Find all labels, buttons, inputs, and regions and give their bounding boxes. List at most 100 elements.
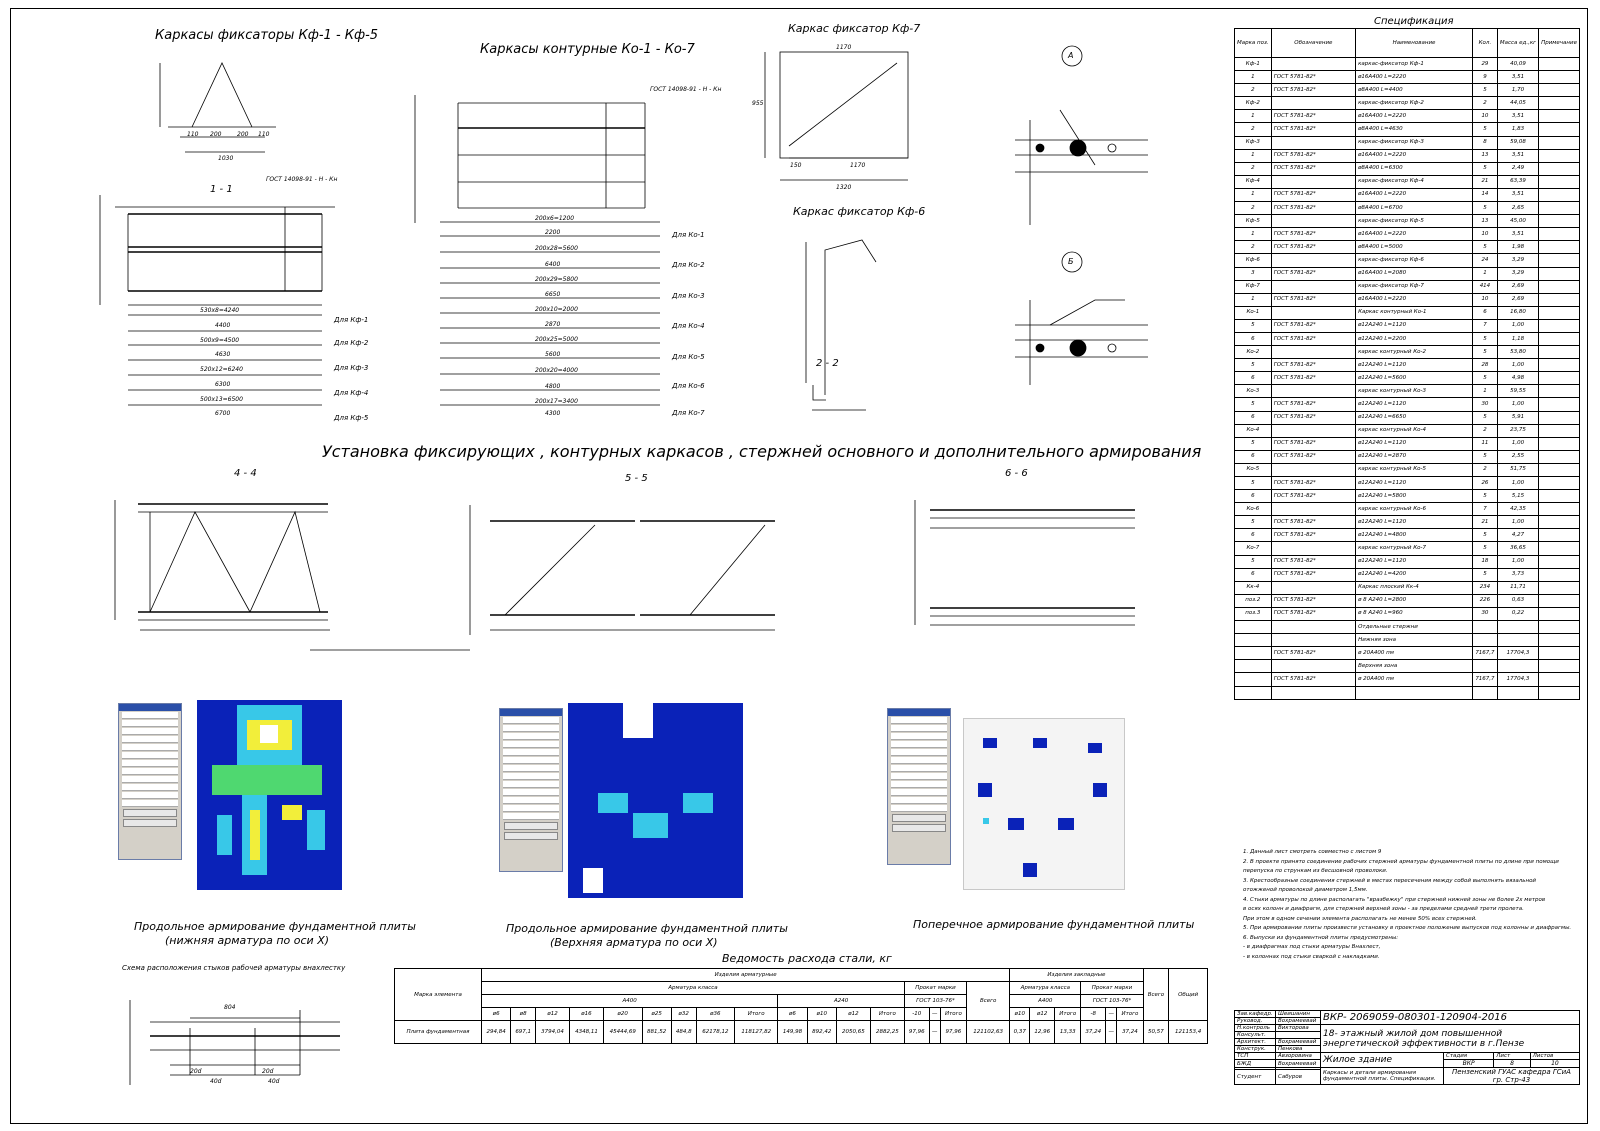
spec-cell: 5 xyxy=(1234,397,1272,412)
spec-cell: 1,98 xyxy=(1496,240,1540,255)
spec-cell: 5,91 xyxy=(1496,410,1540,425)
steel-cell: 892,42 xyxy=(806,1020,837,1044)
spec-cell: ø8А400 L=4630 xyxy=(1355,122,1474,137)
spec-cell: ø12А240 L=1120 xyxy=(1355,554,1474,569)
spec-cell: 2 xyxy=(1234,240,1272,255)
spec-cell: каркас-фиксатор Кф-4 xyxy=(1355,174,1474,189)
spec-cell: 7 xyxy=(1472,502,1498,517)
spec-cell xyxy=(1270,659,1357,674)
spec-cell: 5 xyxy=(1472,489,1498,504)
steel-cell: 4348,11 xyxy=(569,1020,604,1044)
spec-cell: ГОСТ 5781-82* xyxy=(1270,148,1357,163)
spec-cell: 1 xyxy=(1472,384,1498,399)
spec-cell: ГОСТ 5781-82* xyxy=(1270,593,1357,608)
kf7-dim: 955 xyxy=(752,100,764,107)
steel-cell: 3794,04 xyxy=(535,1020,570,1044)
spec-cell xyxy=(1234,620,1272,635)
spec-cell xyxy=(1496,685,1540,700)
steel-col: ø36 xyxy=(695,1007,736,1021)
spec-cell: 2,55 xyxy=(1496,449,1540,464)
tb-role: БЖД xyxy=(1234,1059,1276,1068)
tb-role: Студент xyxy=(1234,1069,1276,1085)
spec-cell: 1,00 xyxy=(1496,554,1540,569)
spec-cell: 5 xyxy=(1472,345,1498,360)
spec-cell xyxy=(1496,633,1540,648)
spec-cell: 2,69 xyxy=(1496,292,1540,307)
ko-dim: 6400 xyxy=(545,261,561,268)
spec-cell xyxy=(1270,620,1357,635)
spec-cell: 30 xyxy=(1472,397,1498,412)
legend-window[interactable] xyxy=(118,703,182,860)
note-line: отожженой проволокой диаметром 1,5мм. xyxy=(1243,887,1368,893)
spec-cell: ГОСТ 5781-82* xyxy=(1270,201,1357,216)
tb-person: Вохрамеевай xyxy=(1275,1059,1321,1068)
spec-cell xyxy=(1538,279,1580,294)
spec-cell: 1,18 xyxy=(1496,331,1540,347)
tb-person: Сабуров xyxy=(1275,1069,1321,1085)
ko-label: Для Ко-2 xyxy=(672,261,705,269)
tb-stage: ВКР xyxy=(1442,1059,1495,1068)
legend-window[interactable] xyxy=(499,708,563,872)
steel-cell: 37,24 xyxy=(1116,1020,1144,1044)
ko-frames-title: Каркасы контурные Ко-1 - Ко-7 xyxy=(480,42,695,57)
spec-cell xyxy=(1538,567,1580,582)
kf-dim: 500х13=6500 xyxy=(200,396,243,403)
spec-cell xyxy=(1270,384,1357,399)
spec-cell: поз.2 xyxy=(1234,593,1272,608)
spec-cell xyxy=(1538,646,1580,661)
spec-cell: каркас контурный Ко-5 xyxy=(1355,462,1474,478)
section-2-2-label: 2 - 2 xyxy=(816,358,839,369)
spec-cell: каркас контурный Ко-4 xyxy=(1355,423,1474,438)
spec-cell xyxy=(1538,489,1580,504)
steel-cell: 697,1 xyxy=(510,1020,537,1044)
spec-cell: 2 xyxy=(1472,462,1498,478)
spec-cell: 3,51 xyxy=(1496,227,1540,242)
ko-frame-drawing xyxy=(414,95,660,406)
kf-aframe-drawing xyxy=(159,62,276,153)
spec-cell: 7167,7 xyxy=(1472,672,1498,687)
spec-h: Марка поз. xyxy=(1234,28,1272,58)
spec-cell xyxy=(1538,502,1580,517)
spec-cell: ø 20А400 пм xyxy=(1355,646,1474,661)
spec-cell: ø16А400 L=2220 xyxy=(1355,109,1474,124)
spec-cell: 5 xyxy=(1472,201,1498,216)
tb-sheets: 10 xyxy=(1529,1059,1581,1068)
tb-person: Пенкова xyxy=(1275,1045,1321,1053)
tb-role: Конструк. xyxy=(1234,1045,1276,1053)
spec-cell: 226 xyxy=(1472,593,1498,608)
spec-cell: 6 xyxy=(1472,305,1498,320)
tb-person: Авзоровина xyxy=(1275,1052,1321,1060)
spec-cell: ГОСТ 5781-82* xyxy=(1270,83,1357,98)
tb-role: Зав.кафедр. xyxy=(1234,1010,1276,1018)
spec-cell xyxy=(1538,292,1580,307)
spec-cell: 6 xyxy=(1234,410,1272,425)
spec-cell: 5 xyxy=(1234,358,1272,373)
spec-cell: 1,83 xyxy=(1496,122,1540,137)
spec-cell: 14 xyxy=(1472,187,1498,203)
tb-sheet-h: Лист xyxy=(1493,1052,1531,1060)
section-5-5-drawing xyxy=(469,505,775,635)
steel-cell: 484,8 xyxy=(670,1020,697,1044)
note-line: 2. В проекте принято соединение рабочих … xyxy=(1243,858,1559,865)
spec-cell xyxy=(1270,96,1357,111)
spec-cell: ГОСТ 5781-82* xyxy=(1270,331,1357,347)
steel-cell: 121153,4 xyxy=(1168,1020,1208,1044)
spec-row: Отдельные стержни xyxy=(1234,620,1580,635)
ko-dim: 200х28=5600 xyxy=(535,245,578,252)
spec-cell: 6 xyxy=(1234,489,1272,504)
spec-cell xyxy=(1270,462,1357,478)
steel-col: — xyxy=(928,1007,941,1021)
ko-dim: 200х6=1200 xyxy=(535,215,575,222)
legend-window[interactable] xyxy=(887,708,951,865)
kf6-title: Каркас фиксатор Кф-6 xyxy=(793,205,926,218)
spec-cell: каркас контурный Ко-2 xyxy=(1355,345,1474,360)
steel-col: ø12 xyxy=(1029,1007,1056,1021)
spec-cell: ГОСТ 5781-82* xyxy=(1270,397,1357,412)
